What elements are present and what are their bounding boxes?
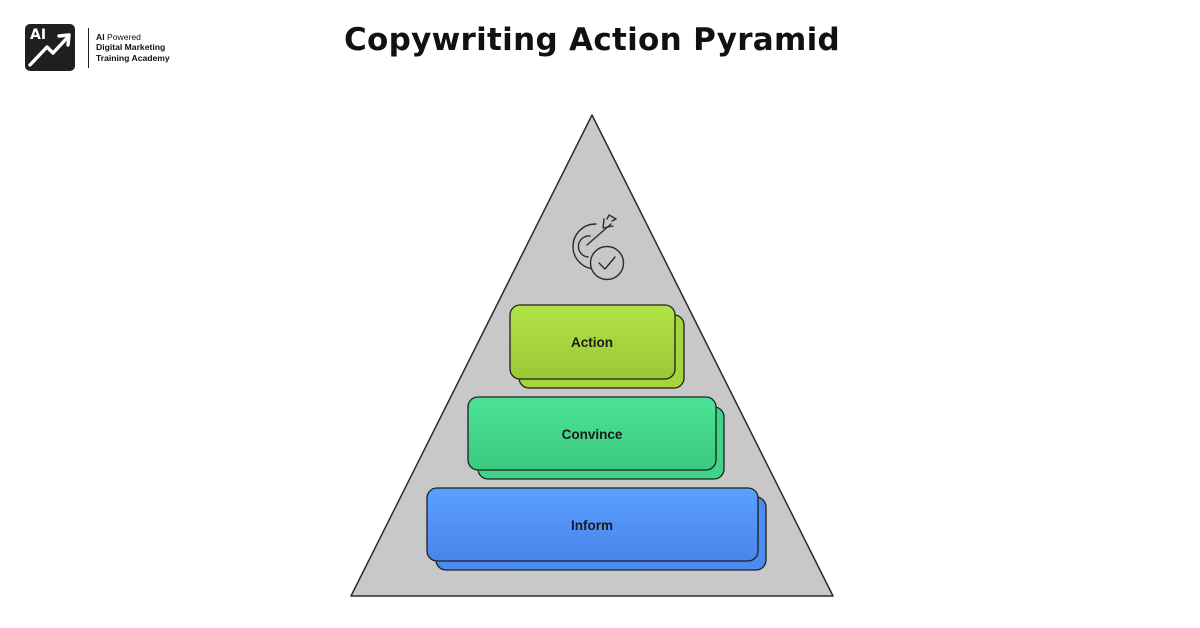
logo-divider [88,27,89,68]
page-title: Copywriting Action Pyramid [343,22,841,58]
logo-mark: AI [25,24,75,71]
layer-inform-card [426,487,759,562]
rising-arrow-icon [28,33,71,67]
layer-convince-card [467,396,717,471]
layer-action-card [509,304,676,380]
logo-mark-text: AI [30,27,47,43]
layer-action-label: Action [571,335,613,350]
logo-line-1-rest: Powered [104,31,141,42]
target-arrow-checkmark-icon [572,214,625,281]
layer-inform: Inform [426,487,767,571]
layer-convince-label: Convince [562,427,623,442]
logo-line-3: Training Academy [96,52,170,63]
brand-logo: AI AI Powered Digital Marketing Training… [25,24,170,71]
layer-inform-label: Inform [571,518,613,533]
layer-action: Action [509,304,685,389]
logo-text: AI Powered Digital Marketing Training Ac… [96,32,170,64]
logo-line-2: Digital Marketing [96,42,166,53]
logo-line-1-bold: AI [96,31,105,42]
layer-convince: Convince [467,396,725,480]
